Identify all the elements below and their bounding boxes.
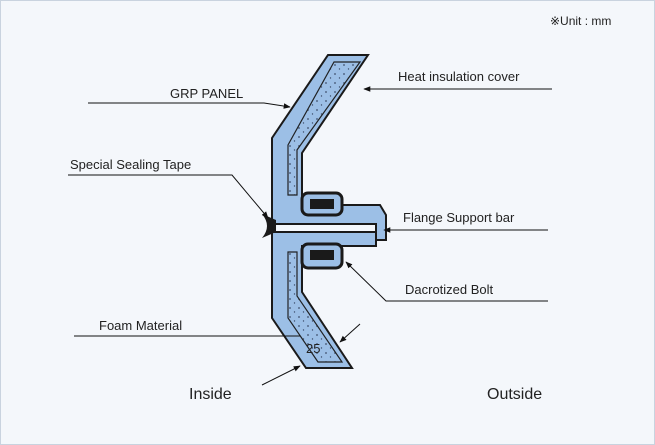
label-outside: Outside [487,386,542,403]
bolt-upper [300,191,344,217]
label-special-sealing-tape: Special Sealing Tape [70,157,191,172]
label-foam-material: Foam Material [99,318,182,333]
label-inside: Inside [189,386,232,403]
lower-grp-panel [271,231,377,369]
label-flange-support-bar: Flange Support bar [403,210,515,225]
leader-lines [68,86,552,386]
label-dacrotized-bolt: Dacrotized Bolt [405,282,494,297]
label-thickness: 25 [306,341,320,356]
unit-note: ※Unit : mm [550,14,611,28]
bolt-lower [300,242,344,270]
sealing-tape-shape [262,214,276,238]
label-heat-insulation-cover: Heat insulation cover [398,69,520,84]
label-grp-panel: GRP PANEL [170,86,243,101]
